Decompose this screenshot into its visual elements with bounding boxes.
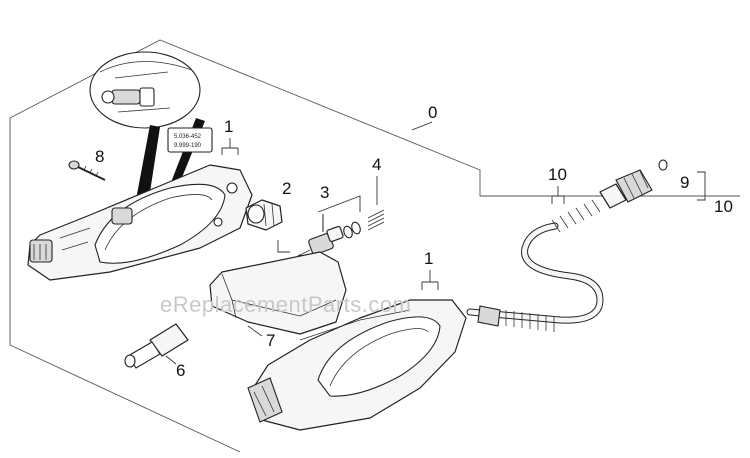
label-tag-line1: 5.036-452 <box>174 134 202 140</box>
leader-1-lower <box>421 270 439 290</box>
callout-1-lower: 1 <box>424 249 433 268</box>
callout-0: 0 <box>428 103 437 122</box>
callout-6: 6 <box>176 361 185 380</box>
callout-4: 4 <box>372 155 381 174</box>
inset-pointer <box>135 125 160 205</box>
inset-guide-lines <box>114 71 171 113</box>
trigger-lever-part-7 <box>209 251 347 335</box>
watermark: eReplacementParts.com <box>160 292 411 317</box>
handle-half-right <box>247 299 467 431</box>
hose-assembly-part-10 <box>466 169 653 332</box>
leader-0 <box>411 121 433 131</box>
valve-pin-part-6 <box>124 323 189 369</box>
label-tag <box>167 127 213 153</box>
handle-half-left <box>27 164 253 281</box>
callout-10-hose: 10 <box>548 165 567 184</box>
inset-valve-cap <box>139 87 155 107</box>
leader-6 <box>165 355 177 365</box>
leader-7 <box>247 325 263 337</box>
inset-detail-line <box>99 61 193 73</box>
callout-3: 3 <box>320 183 329 202</box>
leader-10-hose <box>551 186 565 204</box>
callout-10-right: 10 <box>714 197 733 216</box>
callout-9: 9 <box>680 173 689 192</box>
bracket-9-10 <box>697 171 706 201</box>
oring-part-9 <box>658 159 668 171</box>
leader-1-upper <box>221 138 239 155</box>
callout-8: 8 <box>95 147 104 166</box>
callout-1-upper: 1 <box>224 117 233 136</box>
inset-valve-body <box>111 89 141 105</box>
label-tag-line2: 9.999-190 <box>174 143 202 149</box>
callout-7: 7 <box>266 331 275 350</box>
callout-2: 2 <box>282 179 291 198</box>
valve-part-2 <box>245 199 283 231</box>
screw-part-8 <box>68 160 106 181</box>
assembly-boundary-left <box>9 118 241 453</box>
inset-valve-end <box>101 90 115 104</box>
spring-part-4 <box>367 176 385 231</box>
